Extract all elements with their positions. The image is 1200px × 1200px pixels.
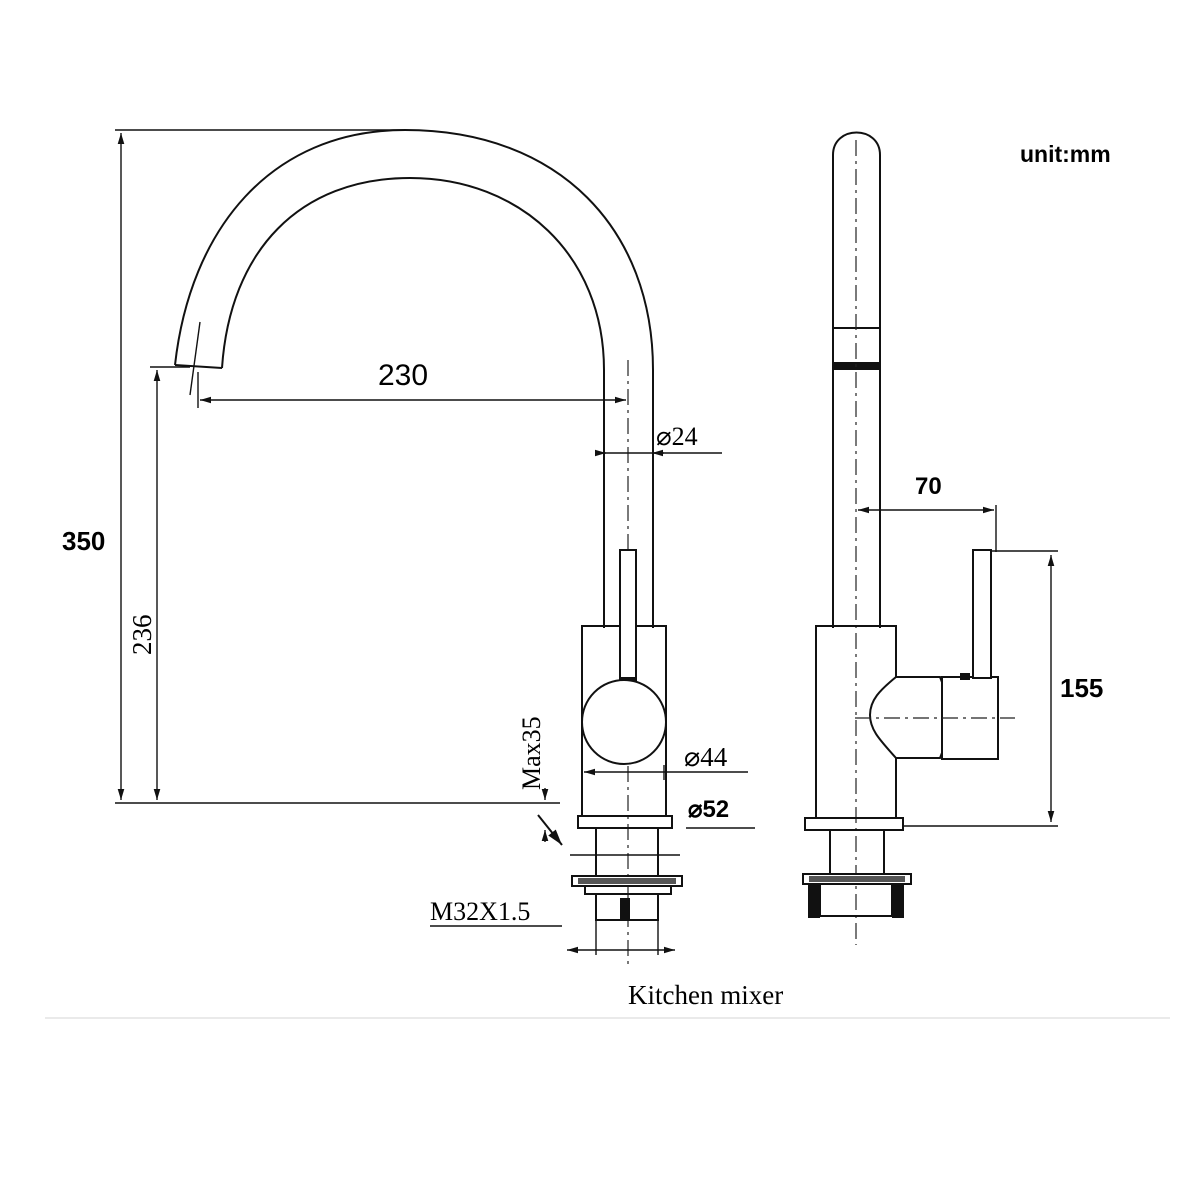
- dim-thread-label: M32X1.5: [430, 897, 530, 926]
- dim-handle-reach-label: 70: [915, 473, 942, 500]
- front-base-flange: [577, 815, 673, 829]
- side-fixing-plate-pattern: [809, 876, 905, 882]
- dim-reach-label: 230: [378, 359, 428, 392]
- side-stud-left: [808, 884, 820, 918]
- unit-label: unit:mm: [1020, 141, 1111, 167]
- dim-spout-height-label: 236: [127, 615, 157, 656]
- dim-handle-height-label: 155: [1060, 673, 1103, 703]
- side-base-flange: [804, 817, 904, 831]
- front-view: [174, 128, 683, 965]
- side-stud-right: [892, 884, 904, 918]
- spout-inner-edge: [221, 176, 605, 628]
- dim-max-thickness-label: Max35: [517, 716, 546, 790]
- dim-total-height-label: 350: [62, 526, 105, 556]
- dim-max-thickness-arrow: [537, 814, 563, 846]
- front-cartridge: [581, 679, 667, 765]
- side-lever: [972, 549, 992, 679]
- side-view: [802, 131, 1015, 945]
- dimension-lines: [115, 129, 1058, 955]
- side-lever-pin: [960, 673, 970, 680]
- spout-tip: [174, 364, 223, 369]
- front-shank: [595, 827, 659, 877]
- labels: unit:mm 350 236 230 ⌀24 ⌀44 ⌀52 Max35 M3…: [62, 141, 1111, 1010]
- caption: Kitchen mixer: [628, 980, 783, 1010]
- dim-base-diameter-label: ⌀52: [688, 796, 729, 823]
- dim-body-diameter-label: ⌀44: [684, 742, 728, 772]
- front-lever-stem: [619, 549, 637, 679]
- front-stud: [620, 898, 630, 920]
- front-fixing-plate-pattern: [578, 878, 676, 884]
- spout-outer-edge: [174, 128, 654, 628]
- side-spout-tube: [832, 131, 881, 628]
- aerator-mark: [189, 321, 201, 396]
- side-shank: [829, 829, 885, 875]
- dim-spout-diameter-label: ⌀24: [656, 422, 698, 451]
